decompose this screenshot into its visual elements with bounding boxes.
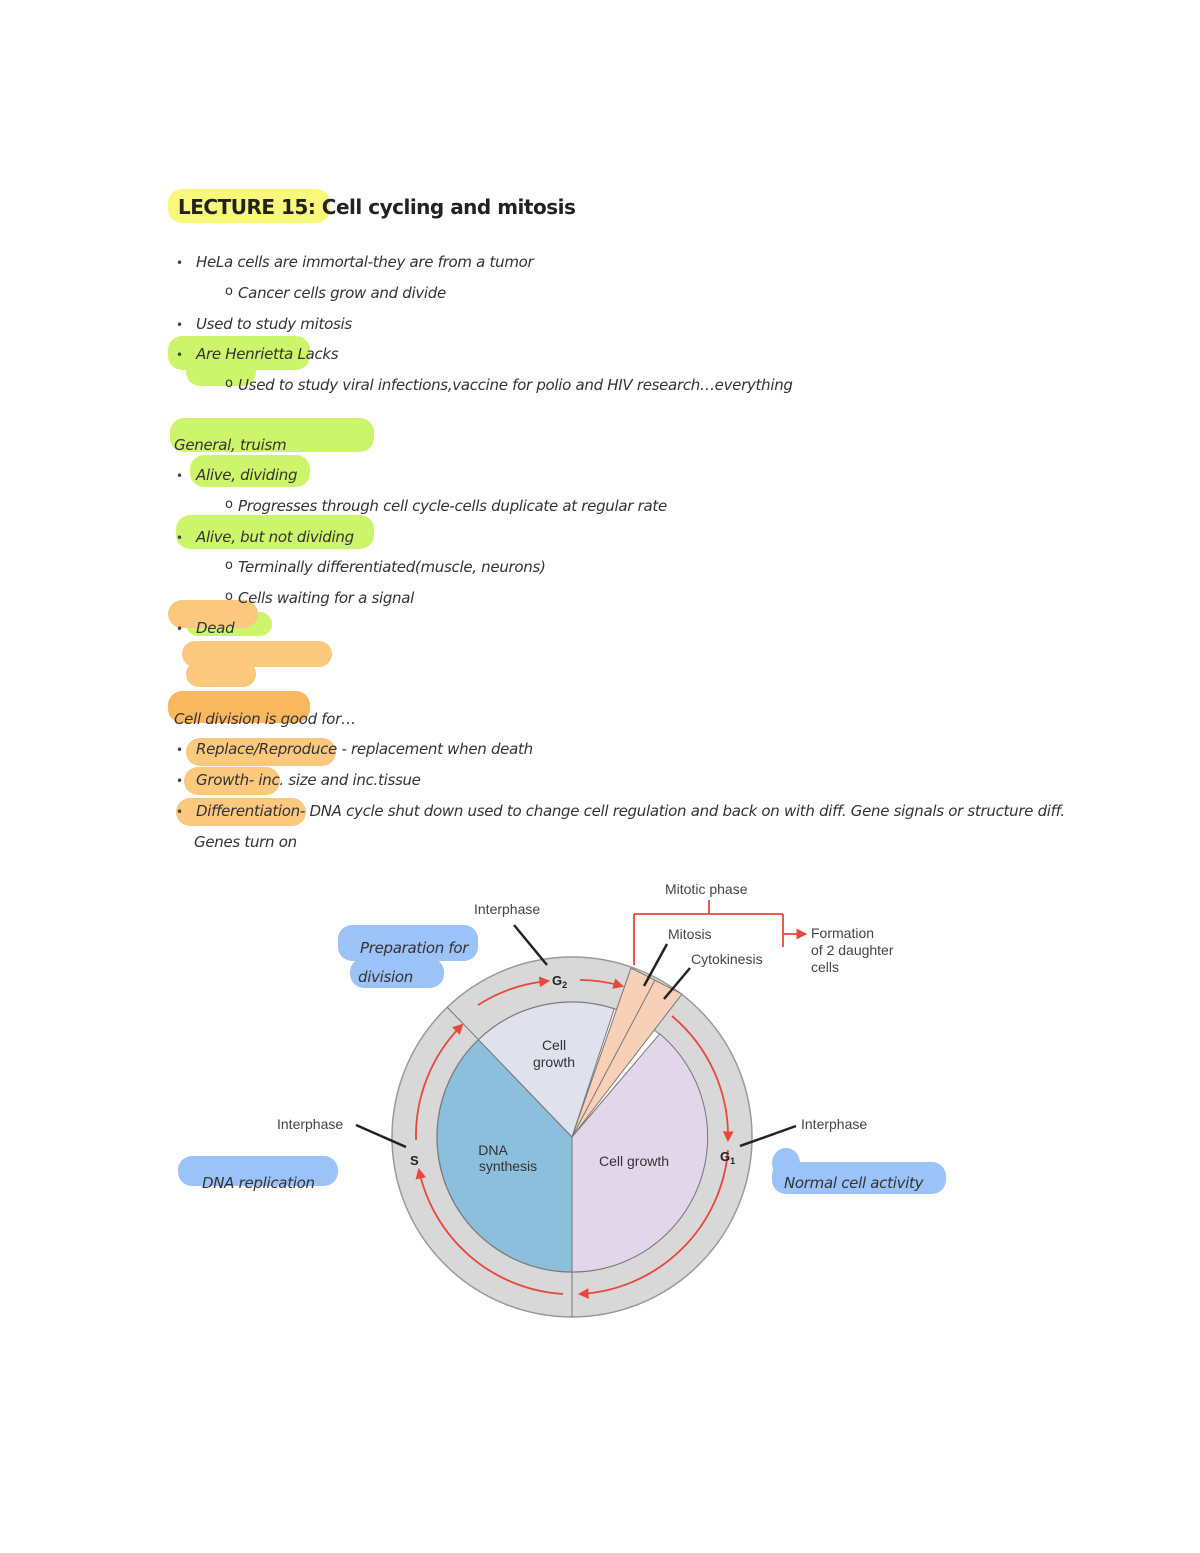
label-cytokinesis: Cytokinesis (691, 951, 763, 967)
label-interphase-top: Interphase (474, 901, 540, 917)
bullet-mitosis: Used to study mitosis (196, 315, 352, 333)
bullet-growth: Growth- inc. size and inc.tissue (196, 771, 421, 789)
pointer-interphase-right (739, 1124, 797, 1148)
sub-bullet-marker: o (225, 376, 233, 391)
label-s: S (410, 1153, 419, 1168)
highlight-alive-dividing (190, 455, 310, 487)
pointer-mitosis (642, 943, 669, 987)
arrow-s-bottom (415, 1167, 564, 1295)
label-formation-2: of 2 daughter (811, 942, 894, 958)
title-rest: Cell cycling and mitosis (321, 195, 576, 219)
highlight-prep-1 (338, 925, 478, 961)
label-formation-3: cells (811, 959, 839, 975)
arrow-g1-bottom (671, 1015, 734, 1143)
sub-bullet-marker: o (225, 589, 233, 604)
g1-letter: G (720, 1149, 730, 1164)
note-dna-replication: DNA replication (202, 1174, 315, 1192)
label-formation-1: Formation (811, 925, 874, 941)
highlight-division-1 (168, 691, 310, 723)
label-cell-growth-top-2: growth (533, 1054, 575, 1070)
highlight-lacks-2 (186, 358, 256, 386)
sub-bullet-terminally: Terminally differentiated(muscle, neuron… (238, 558, 546, 576)
g2-wedge (477, 1001, 615, 1138)
highlight-differentiation (176, 798, 306, 826)
highlight-general (170, 418, 374, 452)
sub-bullet-progresses: Progresses through cell cycle-cells dupl… (238, 497, 667, 515)
highlight-growth (184, 767, 280, 795)
g2-letter: G (552, 973, 562, 988)
bullet-marker: • (176, 256, 184, 270)
highlight-replace (186, 738, 336, 766)
arrow-g2-upper (477, 976, 551, 1006)
highlight-dead-1 (168, 600, 258, 628)
arrow-s-to-g2 (415, 1023, 464, 1141)
mitosis-wedge (571, 967, 683, 1138)
bullet-marker: • (176, 531, 184, 545)
label-cell-growth-top-1: Cell (542, 1037, 566, 1053)
bullet-replace: Replace/Reproduce - replacement when dea… (196, 740, 533, 758)
g2-subscript: 2 (562, 980, 567, 990)
bullet-dead: Dead (196, 619, 235, 637)
arrow-g2-to-m (579, 978, 625, 989)
sub-bullet-waiting: Cells waiting for a signal (238, 589, 415, 607)
title-prefix: LECTURE 15: (178, 195, 316, 219)
bullet-marker: • (176, 318, 184, 332)
pointer-interphase-left (355, 1123, 407, 1149)
bullet-marker: • (176, 622, 184, 636)
highlight-dna (178, 1156, 338, 1186)
g1-wedge (571, 1033, 709, 1273)
bullet-marker: • (176, 743, 184, 757)
bullet-marker: • (176, 469, 184, 483)
highlight-normal-1 (772, 1162, 946, 1194)
label-interphase-right: Interphase (801, 1116, 867, 1132)
page-title: LECTURE 15: Cell cycling and mitosis (178, 195, 576, 219)
label-interphase-left: Interphase (277, 1116, 343, 1132)
label-dna-synthesis-2: synthesis (479, 1158, 537, 1174)
highlight-alive-not-dividing (176, 515, 374, 549)
bullet-alive-dividing: Alive, dividing (196, 466, 298, 484)
bullet-marker: • (176, 774, 184, 788)
highlight-normal-2 (772, 1148, 800, 1178)
bullet-alive-not-dividing: Alive, but not dividing (196, 528, 354, 546)
label-mitotic-phase: Mitotic phase (665, 881, 748, 897)
bullet-lacks: Are Henrietta Lacks (196, 345, 339, 363)
pointer-cytokinesis (663, 967, 691, 1000)
heading-cell-division: Cell division is good for… (174, 710, 356, 728)
bullet-hela: HeLa cells are immortal-they are from a … (196, 253, 534, 271)
label-g2: G2 (552, 973, 567, 990)
note-preparation-1: Preparation for (360, 939, 469, 957)
sub-bullet-marker: o (225, 284, 233, 299)
s-wedge (436, 1038, 573, 1273)
g1-subscript: 1 (730, 1156, 735, 1166)
bullet-marker: • (176, 805, 184, 819)
ring-divider-g2-s (446, 1006, 479, 1041)
mitosis-divider (571, 979, 656, 1138)
highlight-dead-3 (186, 661, 256, 687)
note-normal-activity: Normal cell activity (784, 1174, 925, 1192)
highlight-prep-2 (350, 958, 444, 988)
arrow-g1-to-s (577, 1149, 729, 1299)
note-preparation-2: division (358, 968, 413, 986)
bullet-marker: • (176, 348, 184, 362)
label-cell-growth-right: Cell growth (599, 1153, 669, 1169)
sub-bullet-viral: Used to study viral infections,vaccine f… (238, 376, 793, 394)
label-dna-synthesis-1: DNA (478, 1142, 508, 1158)
bullet-differentiation: Differentiation- DNA cycle shut down use… (196, 802, 1065, 820)
cell-cycle-diagram: Mitotic phase Interphase Mitosis Cytokin… (202, 881, 925, 1318)
heading-general: General, truism (174, 436, 287, 454)
sub-bullet-marker: o (225, 497, 233, 512)
bullet-differentiation-cont: Genes turn on (194, 833, 297, 851)
label-g1: G1 (720, 1149, 735, 1166)
pointer-interphase-top (513, 924, 548, 966)
sub-bullet-marker: o (225, 558, 233, 573)
label-mitosis: Mitosis (668, 926, 712, 942)
sub-bullet-cancer: Cancer cells grow and divide (238, 284, 446, 302)
highlight-title (168, 189, 330, 223)
